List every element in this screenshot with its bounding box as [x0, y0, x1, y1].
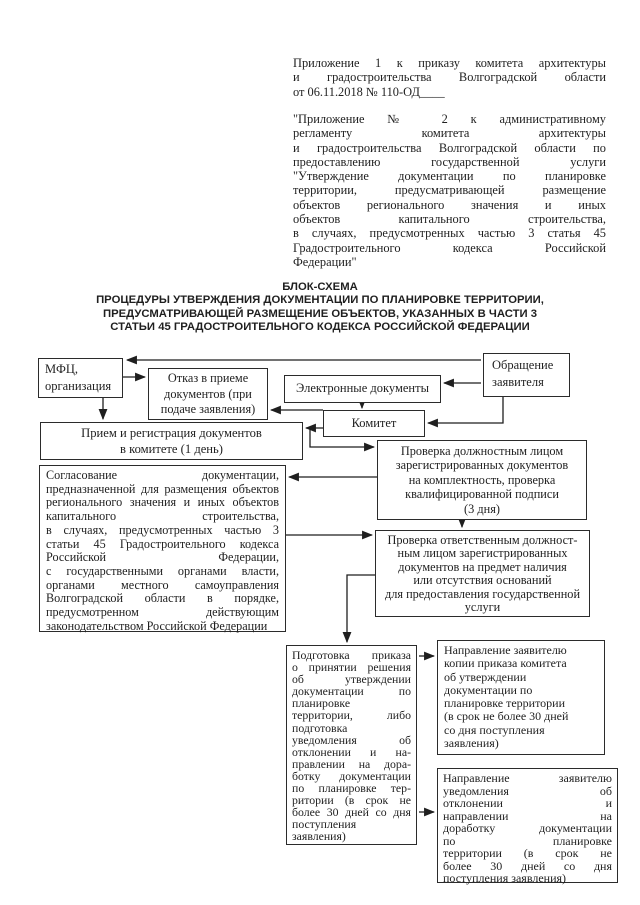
arrow-reception-to-check1	[309, 428, 376, 452]
appendix-note-1: Приложение 1 к приказу комитета архитект…	[293, 56, 606, 99]
box-electronic-documents: Электронные документы	[284, 375, 441, 403]
box-committee: Комитет	[323, 410, 425, 437]
arrow-applicant-to-committee	[426, 397, 504, 428]
box-check-grounds: Проверка ответственным должност-ным лицо…	[375, 530, 590, 617]
box-mfc: МФЦ,организация	[38, 358, 123, 398]
arrow-check2-to-order	[342, 574, 375, 644]
box-coordination: Согласование документации,предназначенно…	[39, 465, 286, 632]
